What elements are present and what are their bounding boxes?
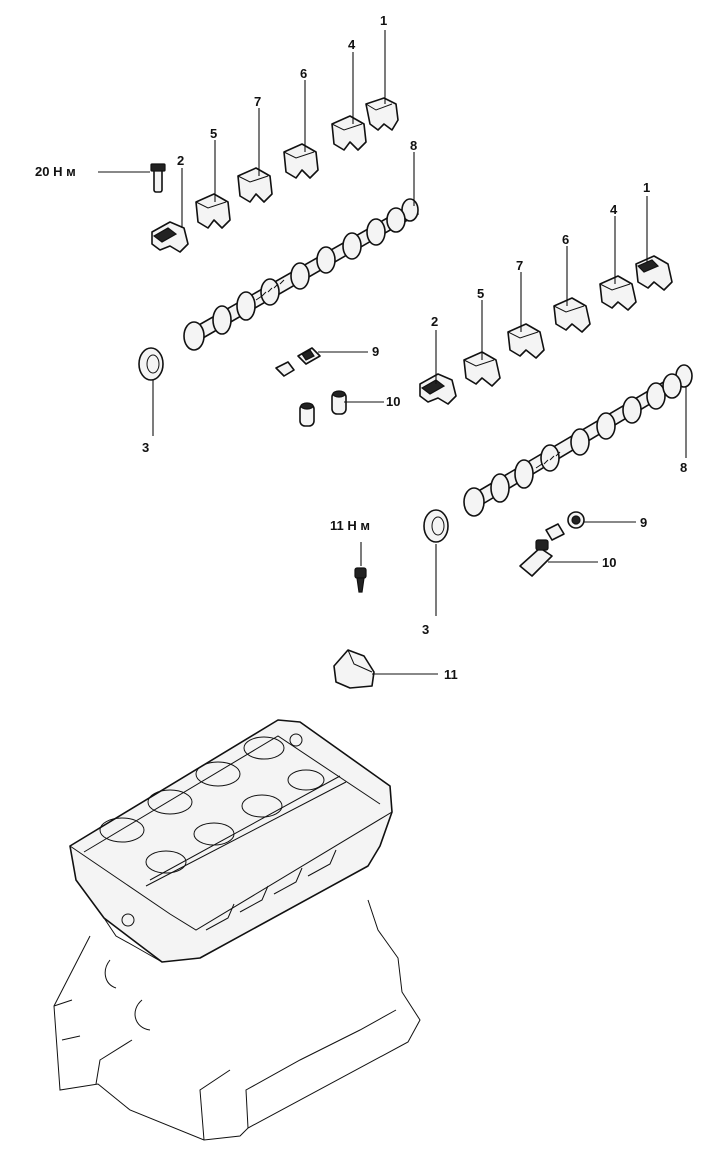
- lower-bolt: [354, 567, 367, 593]
- label-10-lower: 10: [602, 555, 616, 570]
- lower-cap-4: [599, 275, 637, 311]
- upper-cap-4: [331, 115, 367, 151]
- labels: 1 4 6 7 5 2 8 20 Н м 3 9 10 1 4 6 7 5 2 …: [35, 13, 687, 682]
- label-4-upper: 4: [348, 37, 356, 52]
- label-7-lower: 7: [516, 258, 523, 273]
- lower-cap-1: [635, 255, 673, 291]
- lower-cap-5: [463, 351, 501, 387]
- label-6-upper: 6: [300, 66, 307, 81]
- label-5-lower: 5: [477, 286, 484, 301]
- label-3-lower: 3: [422, 622, 429, 637]
- label-8-upper: 8: [410, 138, 417, 153]
- lower-camshaft: [463, 364, 693, 517]
- torque-label-11nm: 11 Н м: [330, 518, 370, 533]
- label-10-upper: 10: [386, 394, 400, 409]
- cylinder-head: [69, 719, 393, 963]
- torque-label-20nm: 20 Н м: [35, 164, 76, 179]
- part-11-cover: [333, 649, 375, 689]
- label-8-lower: 8: [680, 460, 687, 475]
- leader-lines: [98, 30, 687, 675]
- upper-assembly: [138, 97, 419, 427]
- upper-part-10: [299, 390, 347, 427]
- lower-cap-6: [553, 297, 591, 333]
- label-9-upper: 9: [372, 344, 379, 359]
- upper-seal: [138, 347, 164, 381]
- label-9-lower: 9: [640, 515, 647, 530]
- upper-cap-5: [195, 193, 231, 229]
- label-5-upper: 5: [210, 126, 217, 141]
- label-1-upper: 1: [380, 13, 387, 28]
- engine-block: [53, 899, 421, 1141]
- upper-camshaft: [183, 198, 419, 351]
- lower-part-10: [519, 539, 553, 577]
- upper-cap-1: [365, 97, 399, 131]
- label-6-lower: 6: [562, 232, 569, 247]
- label-1-lower: 1: [643, 180, 650, 195]
- lower-seal: [423, 509, 449, 543]
- label-3-upper: 3: [142, 440, 149, 455]
- lower-part-9: [545, 511, 585, 541]
- upper-cap-6: [283, 143, 319, 179]
- lower-assembly: [333, 255, 693, 689]
- label-2-upper: 2: [177, 153, 184, 168]
- upper-cap-7: [237, 167, 273, 203]
- upper-cap-2: [151, 221, 189, 253]
- upper-part-9: [275, 347, 321, 377]
- label-11: 11: [444, 667, 458, 682]
- label-7-upper: 7: [254, 94, 261, 109]
- lower-cap-7: [507, 323, 545, 359]
- upper-bolt: [150, 163, 166, 193]
- label-4-lower: 4: [610, 202, 618, 217]
- lower-cap-2: [419, 373, 457, 405]
- label-2-lower: 2: [431, 314, 438, 329]
